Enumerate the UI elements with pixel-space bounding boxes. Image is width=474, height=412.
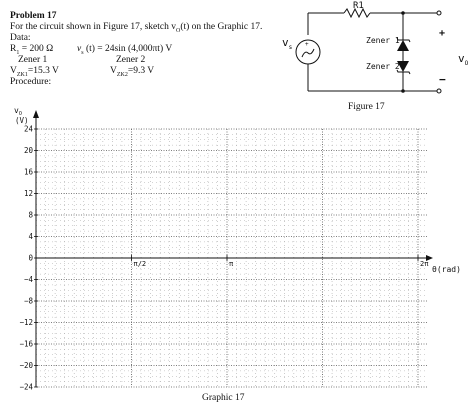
resistor-r1 [343, 7, 371, 19]
y-tick-label: −24 [19, 383, 33, 392]
problem-statement: For the circuit shown in Figure 17, sket… [10, 22, 263, 34]
procedure-label: Procedure: [10, 77, 52, 87]
y-axis-unit: (V) [15, 116, 29, 125]
terminal-bottom [436, 88, 442, 94]
zener2-symbol [397, 61, 409, 72]
y-tick-label: 16 [24, 168, 34, 177]
x-tick-label: π/2 [134, 260, 147, 268]
zener2-bar [396, 69, 411, 75]
plot-axes [33, 110, 433, 387]
vs-value: vs (t) = 24sin (4,000πt) V [77, 44, 173, 56]
x-axis-arrow [426, 255, 433, 261]
graphic-caption: Graphic 17 [202, 393, 245, 403]
zener1-label: Zener 1 [366, 36, 400, 45]
x-axis-label: θ(rad) [432, 265, 461, 274]
zener2-heading: Zener 2 [116, 55, 146, 65]
figure-caption: Figure 17 [348, 102, 385, 112]
y-tick-label: −20 [19, 361, 33, 370]
y-tick-label: 0 [28, 254, 33, 263]
y-tick-label: 12 [24, 189, 33, 198]
vzk1-value: VZK1=15.3 V [10, 66, 59, 78]
y-axis-label: vO [14, 106, 22, 117]
junction-bottom [401, 89, 405, 93]
zener1-bar [396, 37, 411, 43]
zener1-symbol [397, 40, 409, 51]
vs-label: vs [282, 36, 293, 51]
junction-top [401, 11, 405, 15]
data-label: Data: [10, 33, 31, 43]
terminal-top [436, 10, 442, 16]
vo-label: vO [458, 52, 469, 67]
zener2-label: Zener 2 [366, 62, 400, 71]
y-tick-label: −12 [19, 318, 33, 327]
x-tick-label: 2π [420, 260, 429, 268]
r1-label: R1 [353, 1, 364, 11]
vzk2-value: VZK2=9.3 V [110, 66, 155, 78]
y-axis-arrow [33, 110, 39, 118]
r1-value: R1 = 200 Ω [10, 44, 54, 56]
y-tick-label: −8 [24, 297, 34, 306]
y-tick-label: 8 [28, 211, 33, 220]
source-sine [301, 48, 315, 58]
source-plus-sign: + [305, 41, 309, 48]
y-tick-label: 4 [28, 232, 33, 241]
problem-title: Problem 17 [10, 11, 57, 21]
y-tick-label: −4 [24, 275, 34, 284]
zener1-heading: Zener 1 [18, 55, 48, 65]
y-tick-label: 20 [24, 146, 34, 155]
y-tick-label: −16 [19, 340, 33, 349]
plus-sign: + [439, 28, 445, 39]
circuit-diagram: + R1 vs Zener 1 Zener 2 + − vO [282, 1, 469, 94]
x-tick-label: π [229, 260, 234, 268]
y-tick-labels: 24 20 16 12 8 4 0 −4 −8 −12 −16 −20 −24 [19, 125, 38, 392]
y-tick-label: 24 [24, 125, 34, 134]
minus-sign: − [439, 73, 446, 86]
x-tick-labels: π/2 π 2π [131, 255, 429, 268]
